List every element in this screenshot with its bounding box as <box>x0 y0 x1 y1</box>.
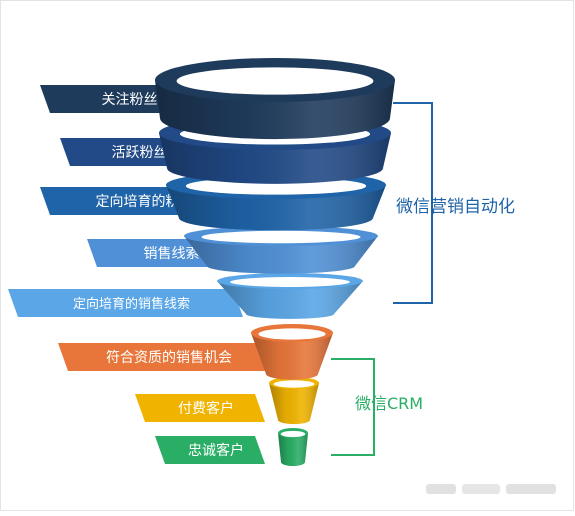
funnel-band-1 <box>155 58 395 140</box>
funnel-band-5 <box>217 273 363 319</box>
group-label-automation: 微信营销自动化 <box>396 197 515 217</box>
stage-ribbon-5 <box>8 289 243 317</box>
stage-label-2: 活跃粉丝 <box>112 145 168 161</box>
stage-labels: 关注粉丝活跃粉丝定向培育的粉丝销售线索定向培育的销售线索符合资质的销售机会付费客… <box>8 85 268 464</box>
group-brackets: 微信营销自动化 微信CRM <box>331 102 515 456</box>
funnel-band-6 <box>251 324 333 380</box>
stage-ribbon-7 <box>135 394 265 422</box>
automation-bracket <box>393 102 433 304</box>
funnel-band-8 <box>278 428 308 466</box>
stage-label-5: 定向培育的销售线索 <box>73 296 190 312</box>
funnel-band-7 <box>269 377 319 424</box>
watermark <box>426 484 556 494</box>
group-label-crm: 微信CRM <box>355 394 423 413</box>
stage-label-7: 付费客户 <box>178 400 234 417</box>
stage-label-1: 关注粉丝 <box>102 92 158 108</box>
stage-ribbon-6 <box>58 343 268 371</box>
stage-ribbon-8 <box>155 436 265 464</box>
stage-label-3: 定向培育的粉丝 <box>96 194 194 210</box>
stage-label-8: 忠诚客户 <box>188 442 244 459</box>
stage-label-6: 符合资质的销售机会 <box>106 350 232 366</box>
stage-label-4: 销售线索 <box>144 245 200 262</box>
funnel-band-4 <box>184 226 378 274</box>
funnel-bands <box>155 58 395 466</box>
crm-bracket <box>331 358 375 456</box>
